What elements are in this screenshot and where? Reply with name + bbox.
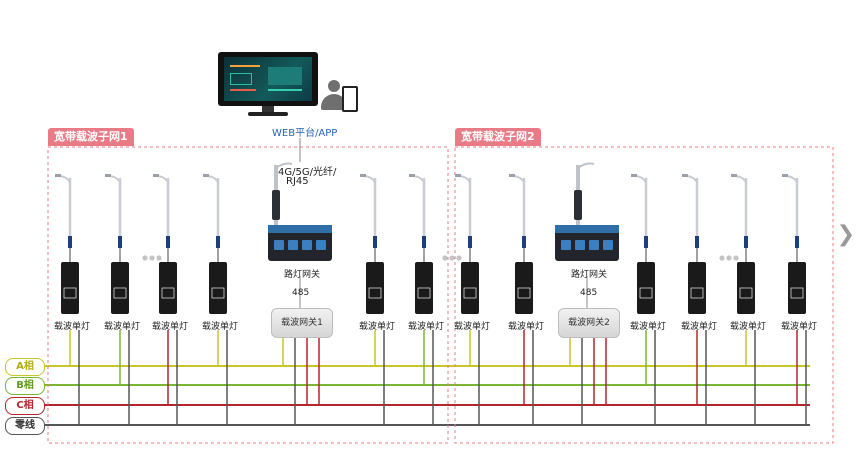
controller-terminals: [690, 287, 704, 299]
lamp-head: [153, 174, 159, 177]
uplink-label-1: 4G/5G/光纤/: [278, 167, 337, 178]
chevron-right-icon[interactable]: ❯: [836, 222, 855, 247]
subnet-2-box: [454, 146, 834, 444]
lamp-gateway-label-1: 路灯网关: [284, 270, 321, 280]
ellipsis-dot: [156, 255, 162, 261]
monitor-icon: [218, 52, 318, 116]
neutral-label: 零线: [5, 417, 45, 435]
lamp-antenna: [522, 236, 526, 248]
gateway-top-panel: [555, 225, 619, 233]
controller-terminals: [113, 287, 127, 299]
lamp-antenna: [644, 236, 648, 248]
subnet-1-box: [47, 146, 449, 444]
lamp-antenna: [216, 236, 220, 248]
lamp-antenna: [373, 236, 377, 248]
lamp-gateway-device: [555, 225, 619, 261]
subnet-2-title: 宽带载波子网2: [455, 128, 541, 146]
controller-terminals: [463, 287, 477, 299]
lamp-label: 载波单灯: [152, 322, 189, 332]
carrier-gateway-2: 载波网关2: [558, 308, 620, 338]
phase-c-label: C相: [5, 397, 45, 415]
ellipsis-dot: [719, 255, 725, 261]
ellipsis-dot: [449, 255, 455, 261]
gateway-pole-display: [272, 190, 280, 220]
lamp-antenna: [744, 236, 748, 248]
lamp-label: 载波单灯: [454, 322, 491, 332]
subnet-1-title: 宽带载波子网1: [48, 128, 134, 146]
lamp-label: 载波单灯: [730, 322, 767, 332]
lamp-head: [360, 174, 366, 177]
lamp-label: 载波单灯: [202, 322, 239, 332]
controller-terminals: [63, 287, 77, 299]
ellipsis-dot: [142, 255, 148, 261]
uplink-label-2: RJ45: [286, 176, 309, 187]
lamp-head: [105, 174, 111, 177]
ellipsis-dot: [442, 255, 448, 261]
gateway-arm: [275, 162, 293, 169]
lamp-head: [782, 174, 788, 177]
lamp-head: [682, 174, 688, 177]
gateway-pole-display: [574, 190, 582, 220]
controller-terminals: [739, 287, 753, 299]
gateway-port: [561, 240, 571, 250]
lamp-antenna: [468, 236, 472, 248]
lamp-antenna: [695, 236, 699, 248]
controller-terminals: [368, 287, 382, 299]
controller-terminals: [517, 287, 531, 299]
ellipsis-dot: [456, 255, 462, 261]
lamp-label: 载波单灯: [359, 322, 396, 332]
user-icon: [320, 80, 348, 112]
lamp-label: 载波单灯: [630, 322, 667, 332]
controller-terminals: [211, 287, 225, 299]
controller-terminals: [417, 287, 431, 299]
lamp-label: 载波单灯: [104, 322, 141, 332]
lamp-gateway-label-2: 路灯网关: [571, 270, 608, 280]
ellipsis-dot: [726, 255, 732, 261]
lamp-head: [455, 174, 461, 177]
controller-terminals: [639, 287, 653, 299]
bus-label-2: 485: [580, 288, 598, 298]
lamp-label: 载波单灯: [781, 322, 818, 332]
lamp-head: [731, 174, 737, 177]
lamp-head: [631, 174, 637, 177]
gateway-port: [589, 240, 599, 250]
ellipsis-dot: [149, 255, 155, 261]
lamp-label: 载波单灯: [508, 322, 545, 332]
ellipsis-dot: [733, 255, 739, 261]
lamp-head: [509, 174, 515, 177]
lamp-head: [203, 174, 209, 177]
lamp-antenna: [795, 236, 799, 248]
lamp-antenna: [68, 236, 72, 248]
gateway-port: [274, 240, 284, 250]
lamp-label: 载波单灯: [54, 322, 91, 332]
gateway-port: [316, 240, 326, 250]
lamp-head: [409, 174, 415, 177]
platform-label: WEB平台/APP: [272, 128, 338, 139]
lamp-label: 载波单灯: [681, 322, 718, 332]
lamp-antenna: [422, 236, 426, 248]
lamp-antenna: [118, 236, 122, 248]
phone-icon: [342, 86, 358, 112]
gateway-port: [603, 240, 613, 250]
gateway-arm: [577, 162, 595, 169]
lamp-gateway-device: [268, 225, 332, 261]
gateway-port: [302, 240, 312, 250]
lamp-label: 载波单灯: [408, 322, 445, 332]
bus-label-1: 485: [292, 288, 310, 298]
carrier-gateway-1: 载波网关1: [271, 308, 333, 338]
gateway-port: [288, 240, 298, 250]
gateway-port: [575, 240, 585, 250]
lamp-antenna: [166, 236, 170, 248]
lamp-head: [55, 174, 61, 177]
controller-terminals: [790, 287, 804, 299]
gateway-top-panel: [268, 225, 332, 233]
phase-a-label: A相: [5, 358, 45, 376]
phase-b-label: B相: [5, 377, 45, 395]
controller-terminals: [161, 287, 175, 299]
